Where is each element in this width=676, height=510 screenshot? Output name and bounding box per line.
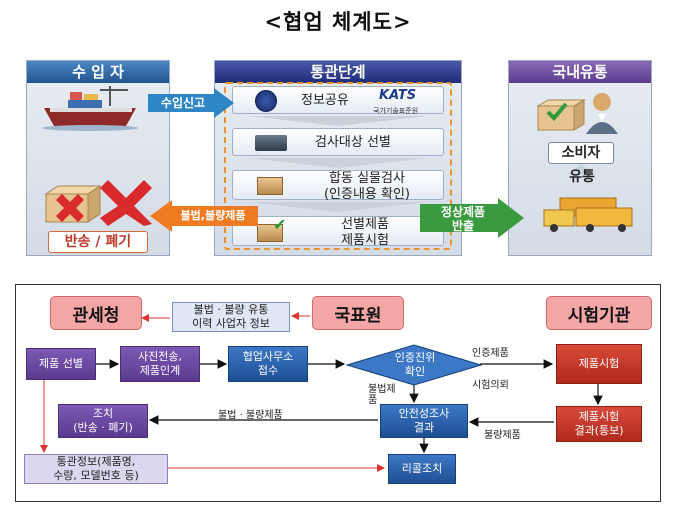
step-product-test-label: 선별제품 제품시험 — [341, 217, 389, 248]
open-box-icon — [257, 177, 283, 195]
illegal-history-note: 불법 · 불량 유통 이력 사업자 정보 — [172, 302, 290, 332]
kats-box: 국표원 — [312, 296, 404, 330]
customs-header: 통관단계 — [215, 61, 461, 83]
step-chevron-1 — [248, 116, 428, 126]
product-test-box: 제품시험 — [556, 344, 642, 384]
test-request-label: 시험의뢰 — [472, 380, 509, 391]
step-selection: 검사대상 선별 — [232, 128, 444, 156]
action-box: 조치 (반송 · 폐기) — [58, 404, 148, 438]
recall-box: 리콜조치 — [388, 454, 456, 484]
consumer-label: 소비자 — [548, 142, 614, 164]
checked-box-icon — [257, 224, 283, 242]
normal-product-arrow — [420, 198, 524, 238]
scanner-icon — [255, 135, 287, 151]
product-select-box: 제품 선별 — [26, 348, 96, 380]
return-dispose-label: 반송 / 폐기 — [48, 231, 148, 253]
test-result-box: 제품시험 결과(통보) — [556, 406, 642, 442]
illegal-product-edge-label: 불법제 품 — [368, 384, 396, 406]
collaboration-frame — [15, 284, 661, 502]
domestic-header: 국내유통 — [509, 61, 651, 83]
kats-logo-subtitle: 국가기술표준원 — [373, 107, 419, 115]
safety-result-box: 안전성조사 결과 — [380, 404, 468, 438]
kats-logo: KATS — [379, 88, 417, 103]
check-icon: ✔ — [273, 215, 287, 234]
illegal-product-label: 불법,불량제품 — [180, 209, 246, 222]
bad-product-label: 불량제품 — [484, 430, 521, 441]
cert-check-diamond — [346, 344, 482, 386]
step-info-share: 정보공유 KATS 국가기술표준원 — [232, 86, 444, 115]
distribution-label: 유통 — [569, 169, 595, 185]
consumer-icon — [536, 93, 618, 134]
diagram-title: <협업 체계도> — [264, 9, 412, 34]
customs-seal-icon — [255, 90, 277, 112]
customs-dashed-frame — [224, 82, 452, 250]
step-chevron-2 — [248, 158, 428, 168]
ship-icon — [42, 86, 138, 131]
step-selection-label: 검사대상 선별 — [315, 135, 391, 150]
photo-transfer-box: 사진전송, 제품인계 — [120, 346, 200, 382]
illegal-bad-label: 불법 · 불량제품 — [218, 410, 283, 421]
rejected-boxes-icon — [44, 180, 152, 226]
office-receipt-box: 협업사무소 접수 — [228, 346, 308, 382]
step-joint-inspection: 합동 실물검사 (인증내용 확인) — [232, 170, 444, 202]
step-chevron-3 — [248, 202, 428, 212]
testing-lab-box: 시험기관 — [546, 296, 652, 330]
import-report-arrow — [148, 88, 234, 118]
customs-info-box: 통관정보(제품명, 수량, 모델번호 등) — [24, 454, 168, 484]
cert-product-label: 인증제품 — [472, 348, 509, 359]
step-info-share-label: 정보공유 — [301, 93, 349, 108]
cert-check-label: 인증진위 확인 — [394, 351, 436, 378]
step-joint-inspection-label: 합동 실물검사 (인증내용 확인) — [323, 171, 411, 202]
customs-service-box: 관세청 — [50, 296, 142, 330]
step-product-test: ✔ 선별제품 제품시험 — [232, 215, 444, 248]
import-report-label: 수입신고 — [160, 96, 206, 110]
normal-product-label: 정상제품 반출 — [440, 205, 486, 233]
illegal-product-arrow — [150, 200, 258, 232]
importer-header: 수 입 자 — [27, 61, 169, 83]
trucks-icon — [543, 197, 633, 232]
up-arrow-icon — [568, 164, 594, 174]
